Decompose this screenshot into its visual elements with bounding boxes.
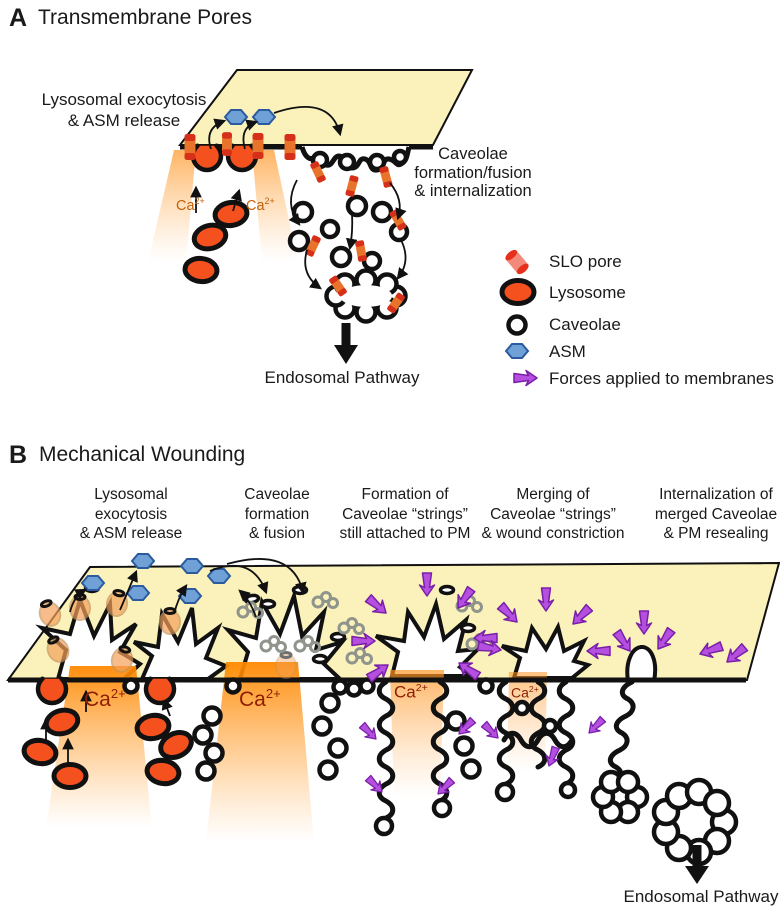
panel-a-arrows <box>190 106 409 290</box>
stage-label-5: Internalization of merged Caveolae & PM … <box>655 485 777 544</box>
ca-sup: 2+ <box>264 196 275 206</box>
stage2-line1: Caveolae <box>244 486 310 503</box>
stage1-line2: exocytosis <box>94 505 168 523</box>
panel-a-endosome <box>324 268 408 324</box>
ca-label: Ca2+ <box>84 686 126 712</box>
stage5-line2: merged Caveolae <box>654 505 778 523</box>
stage-label-3: Formation of Caveolae “strings” still at… <box>340 485 471 544</box>
ca-label: Ca2+ <box>239 686 281 712</box>
ca-sup: 2+ <box>110 686 126 701</box>
panel-b-title: Mechanical Wounding <box>39 443 246 466</box>
stage4-line1: Merging of <box>516 486 590 503</box>
panel-a-title: Transmembrane Pores <box>38 6 252 29</box>
ca-base: Ca <box>394 682 416 702</box>
stage4-line3: & wound constriction <box>481 525 625 542</box>
legend-label-caveolae: Caveolae <box>549 315 621 334</box>
legend-force-arrow-icon <box>513 369 538 387</box>
stage1-line1: Lysosomal <box>94 486 168 503</box>
ca-sup: 2+ <box>528 684 539 694</box>
panel-b-endosomal-arrow <box>685 845 709 884</box>
ca-sup: 2+ <box>194 196 205 206</box>
caveolae-label-line3: & internalization <box>414 182 532 200</box>
legend-icons <box>502 249 538 387</box>
stage1-line3: & ASM release <box>79 525 183 542</box>
panel-b-merged-caveolae <box>590 769 739 867</box>
panel-b-arrows <box>40 558 307 764</box>
ca-base: Ca <box>511 684 529 701</box>
exocytosis-label-line1: Lysosomal exocytosis <box>41 90 207 109</box>
stage-label-1: Lysosomal exocytosis & ASM release <box>80 485 183 544</box>
ca-sup: 2+ <box>265 686 281 701</box>
caveolae-label-line1: Caveolae <box>438 145 508 163</box>
stage2-line2: formation <box>244 505 310 523</box>
panel-b-caveolae <box>192 692 482 782</box>
stage3-line1: Formation of <box>361 486 449 503</box>
stage-label-4: Merging of Caveolae “strings” & wound co… <box>481 485 624 544</box>
stage4-line2: Caveolae “strings” <box>490 505 616 523</box>
panel-a-exocytosis-label: Lysosomal exocytosis & ASM release <box>42 89 207 131</box>
stage5-line3: & PM resealing <box>663 525 769 542</box>
panel-a-tag: A <box>9 4 28 32</box>
ca-base: Ca <box>239 688 266 711</box>
ca-label: Ca2+ <box>394 682 428 703</box>
panel-a-caveolae-label: Caveolae formation/fusion & internalizat… <box>414 145 531 201</box>
stage-label-2: Caveolae formation & fusion <box>244 485 310 544</box>
ca-base: Ca <box>246 197 265 214</box>
panel-b-endosomal-label: Endosomal Pathway <box>623 887 779 906</box>
ca-base: Ca <box>176 197 195 214</box>
panel-a-endosomal-label: Endosomal Pathway <box>264 368 420 387</box>
legend-asm-icon <box>505 343 529 359</box>
stage2-line3: & fusion <box>248 525 305 542</box>
panel-b-tag: B <box>9 441 28 469</box>
stage3-line2: Caveolae “strings” <box>342 505 468 523</box>
ca-sup: 2+ <box>415 682 428 694</box>
ca-label: Ca2+ <box>176 196 205 214</box>
panel-b-caveolae-strings <box>373 679 636 837</box>
legend-slo-pore-icon <box>505 249 529 275</box>
ca-base: Ca <box>84 688 111 711</box>
panel-a-internalized-caveolae <box>287 160 410 272</box>
legend-label-lysosome: Lysosome <box>549 283 626 302</box>
ca-label: Ca2+ <box>511 684 539 701</box>
legend-lysosome-icon <box>502 281 534 304</box>
legend-caveolae-icon <box>506 314 528 336</box>
stage3-line3: still attached to PM <box>339 525 471 542</box>
panel-b-art <box>6 553 780 884</box>
panel-a-art <box>148 69 538 387</box>
legend-label-forces: Forces applied to membranes <box>549 369 774 388</box>
legend-label-asm: ASM <box>549 342 586 361</box>
caveolae-label-line2: formation/fusion <box>414 163 532 182</box>
panel-a-endosomal-arrow <box>334 323 358 364</box>
stage5-line1: Internalization of <box>659 486 773 503</box>
panel-a-calcium-gradients <box>148 150 298 262</box>
legend-label-slo-pore: SLO pore <box>549 252 622 271</box>
ca-label: Ca2+ <box>246 196 275 214</box>
exocytosis-label-line2: & ASM release <box>67 111 181 130</box>
